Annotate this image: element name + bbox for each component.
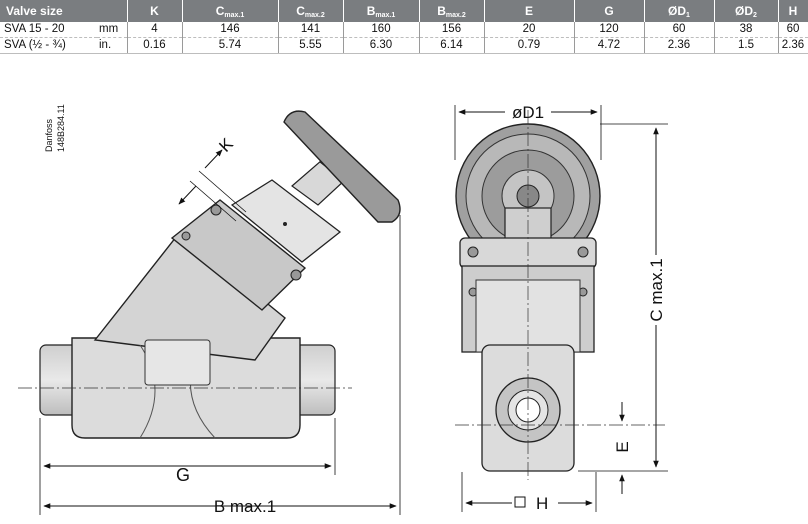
handwheel (283, 110, 401, 223)
row-label: SVA 15 - 20 (0, 22, 97, 38)
label-k: K (215, 134, 237, 156)
header-valve-size: Valve size (0, 0, 128, 22)
label-c-max1: C max.1 (647, 258, 666, 321)
dimensions-table: Valve size K Cmax.1 Cmax.2 Bmax.1 Bmax.2… (0, 0, 808, 54)
header-h: H (778, 0, 808, 22)
front-view: øD1 C max.1 E (454, 101, 668, 513)
cell-g: 120 (574, 22, 645, 38)
side-view: K G B max.1 (18, 110, 401, 516)
cell-b-max2: 6.14 (419, 37, 485, 54)
cell-e: 20 (484, 22, 575, 38)
table-row: SVA 15 - 20 mm 4 146 141 160 156 20 120 … (0, 22, 808, 38)
header-b-max1: Bmax.1 (343, 0, 420, 22)
header-d1: ØD1 (644, 0, 715, 22)
flange (170, 199, 307, 311)
cell-b-max2: 156 (419, 22, 485, 38)
header-g: G (574, 0, 645, 22)
header-k: K (127, 0, 183, 22)
label-h: H (536, 494, 548, 513)
cell-b-max1: 6.30 (343, 37, 420, 54)
cell-d2: 1.5 (714, 37, 779, 54)
cell-k: 4 (127, 22, 183, 38)
cell-h: 2.36 (778, 37, 808, 54)
table-row: SVA (½ - ¾) in. 0.16 5.74 5.55 6.30 6.14… (0, 37, 808, 54)
cell-c-max2: 5.55 (278, 37, 344, 54)
cell-c-max2: 141 (278, 22, 344, 38)
header-e: E (484, 0, 575, 22)
cell-c-max1: 5.74 (182, 37, 279, 54)
svg-text:148B284.11: 148B284.11 (56, 104, 66, 152)
bonnet-housing (230, 179, 342, 263)
row-unit: in. (97, 37, 128, 54)
row-label: SVA (½ - ¾) (0, 37, 97, 54)
table-header-row: Valve size K Cmax.1 Cmax.2 Bmax.1 Bmax.2… (0, 0, 808, 22)
cell-d1: 2.36 (644, 37, 715, 54)
cell-c-max1: 146 (182, 22, 279, 38)
right-pipe-end (294, 344, 336, 416)
cell-b-max1: 160 (343, 22, 420, 38)
label-g: G (176, 465, 190, 485)
header-c-max1: Cmax.1 (182, 0, 279, 22)
cell-e: 0.79 (484, 37, 575, 54)
nameplate (144, 339, 211, 386)
cell-h: 60 (778, 22, 808, 38)
cell-k: 0.16 (127, 37, 183, 54)
header-b-max2: Bmax.2 (419, 0, 485, 22)
square-symbol-icon (514, 496, 526, 508)
drawing-stamp: Danfoss 148B284.11 (44, 104, 66, 152)
header-d2: ØD2 (714, 0, 779, 22)
label-e: E (613, 441, 632, 452)
cell-d1: 60 (644, 22, 715, 38)
label-b-max1: B max.1 (214, 497, 276, 516)
header-c-max2: Cmax.2 (278, 0, 344, 22)
cell-d2: 38 (714, 22, 779, 38)
row-unit: mm (97, 22, 128, 38)
svg-text:Danfoss: Danfoss (44, 118, 54, 152)
cell-g: 4.72 (574, 37, 645, 54)
